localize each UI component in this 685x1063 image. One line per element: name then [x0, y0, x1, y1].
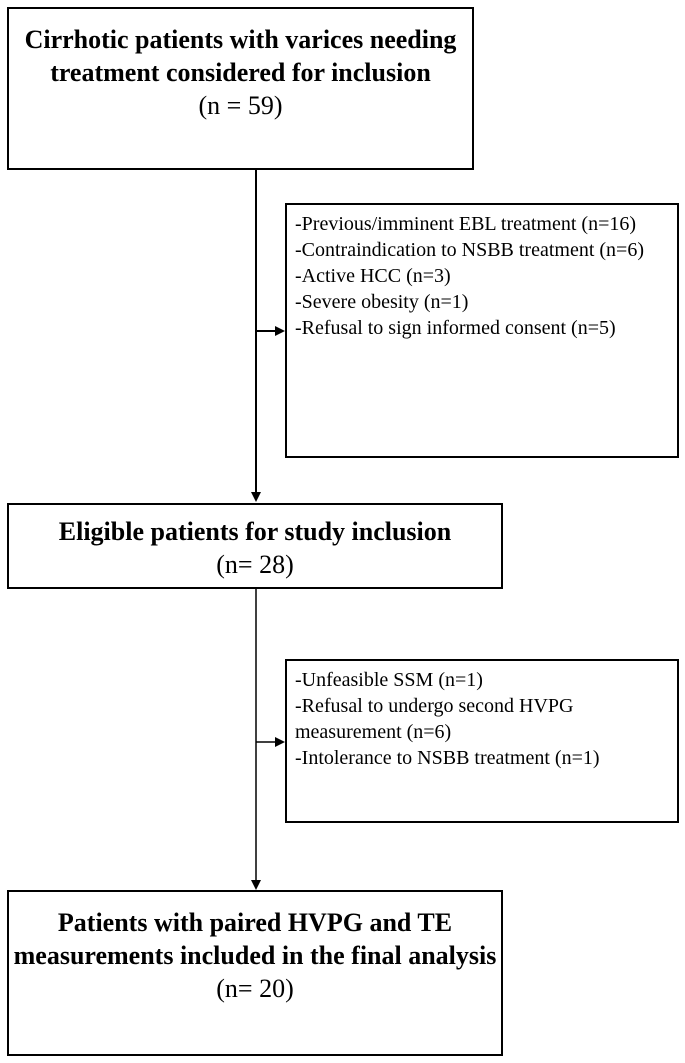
exclusion-2-item: -Intolerance to NSBB treatment (n=1) — [295, 747, 600, 769]
exclusion-2-item: -Refusal to undergo second HVPG measurem… — [295, 695, 574, 743]
box-considered-title: Cirrhotic patients with varices needing … — [24, 25, 457, 87]
exclusion-1-item: -Severe obesity (n=1) — [295, 291, 469, 313]
box-considered-count: (n = 59) — [198, 91, 283, 120]
box-eligible: Eligible patients for study inclusion (n… — [7, 503, 503, 589]
exclusion-2-item: -Unfeasible SSM (n=1) — [295, 669, 483, 691]
exclusion-box-1: -Previous/imminent EBL treatment (n=16) … — [285, 203, 679, 458]
box-eligible-count: (n= 28) — [216, 550, 294, 579]
exclusion-1-item: -Previous/imminent EBL treatment (n=16) — [295, 213, 637, 235]
box-eligible-title: Eligible patients for study inclusion — [58, 517, 452, 546]
exclusion-box-2: -Unfeasible SSM (n=1) -Refusal to underg… — [285, 659, 679, 823]
exclusion-1-item: -Contraindication to NSBB treatment (n=6… — [295, 239, 644, 261]
box-final-analysis-count: (n= 20) — [216, 974, 294, 1003]
exclusion-1-item: -Active HCC (n=3) — [295, 265, 451, 287]
exclusion-1-item: -Refusal to sign informed consent (n=5) — [295, 317, 616, 339]
box-final-analysis: Patients with paired HVPG and TE measure… — [7, 890, 503, 1056]
box-final-analysis-title: Patients with paired HVPG and TE measure… — [13, 908, 497, 970]
box-considered: Cirrhotic patients with varices needing … — [7, 7, 474, 170]
